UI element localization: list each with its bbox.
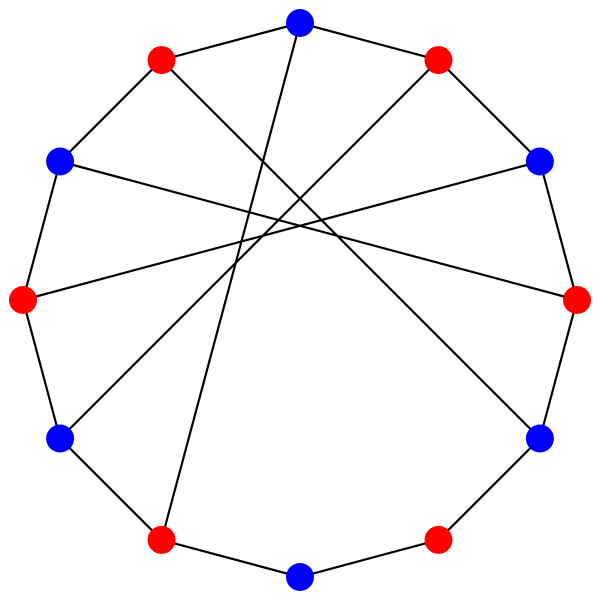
edge-2-3	[538, 160, 579, 302]
edge-10-11	[59, 59, 163, 163]
node-9-red	[9, 286, 37, 314]
edge-0-7	[160, 21, 302, 541]
node-6-blue	[286, 563, 314, 591]
node-4-blue	[525, 424, 554, 453]
nodes-layer	[9, 9, 591, 591]
edge-3-4	[538, 298, 579, 440]
node-10-blue	[46, 147, 75, 176]
edges-layer	[21, 21, 579, 579]
edge-7-8	[59, 437, 163, 541]
node-3-red	[563, 286, 591, 314]
edge-8-9	[21, 298, 62, 440]
edge-2-9	[21, 160, 541, 302]
node-8-blue	[46, 424, 75, 453]
edge-6-7	[160, 538, 302, 579]
edge-4-11	[160, 59, 541, 440]
edge-1-2	[437, 59, 541, 163]
edge-0-1	[298, 21, 440, 62]
edge-9-10	[21, 160, 62, 302]
edge-1-8	[59, 59, 440, 440]
edge-5-6	[298, 538, 440, 579]
node-1-red	[424, 46, 453, 75]
node-7-red	[147, 525, 176, 554]
node-2-blue	[525, 147, 554, 176]
node-5-red	[424, 525, 453, 554]
edge-3-10	[59, 160, 579, 302]
node-0-blue	[286, 9, 314, 37]
node-11-red	[147, 46, 176, 75]
edge-11-0	[160, 21, 302, 62]
edge-4-5	[437, 437, 541, 541]
